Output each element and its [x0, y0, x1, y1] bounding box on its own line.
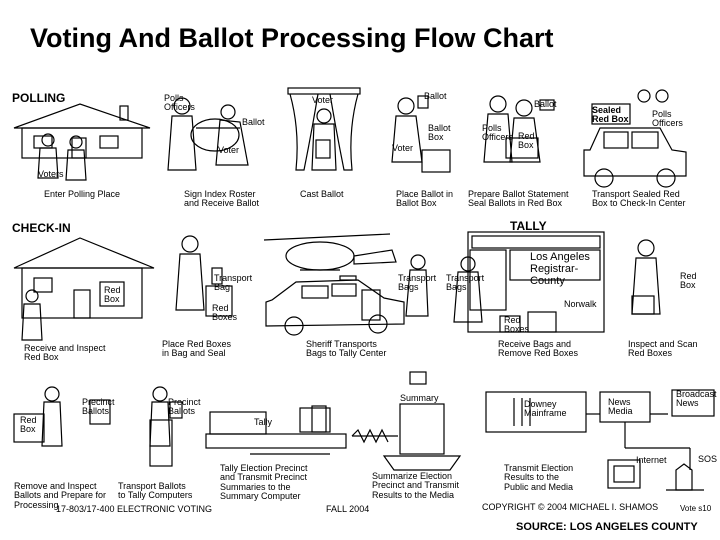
label-broadcast-news: Broadcast News: [676, 389, 717, 409]
transport-car-icon: [583, 89, 687, 188]
caption-prepare-statement: Prepare Ballot Statement Seal Ballots in…: [468, 189, 569, 209]
remove-ballots-icon: [13, 386, 111, 447]
page-title: Voting And Ballot Processing Flow Chart: [30, 23, 554, 53]
footer-term: FALL 2004: [326, 504, 370, 514]
footer-slide-number: Vote s10: [680, 504, 712, 513]
caption-summarize-election: Summarize Election Precinct and Transmit…: [372, 471, 460, 500]
media-network-icon: [599, 389, 715, 491]
caption-tally-election: Tally Election Precinct and Transmit Pre…: [220, 463, 308, 502]
transport-ballots-icon: [149, 386, 183, 467]
footer-source: SOURCE: LOS ANGELES COUNTY: [516, 521, 698, 533]
caption-cast-ballot: Cast Ballot: [300, 189, 344, 199]
caption-transport-red-box: Transport Sealed Red Box to Check-In Cen…: [592, 189, 686, 209]
label-red-box-3: Red Box: [680, 271, 697, 291]
label-precinct-ballots-2: Precinct Ballots: [168, 397, 201, 417]
caption-place-ballot: Place Ballot in Ballot Box: [396, 189, 454, 209]
label-transport-bags: Transport Bags: [398, 273, 437, 293]
label-tally-red-box: Red Box: [20, 415, 37, 435]
label-internet: Internet: [636, 455, 667, 465]
label-ballot-3: Ballot: [534, 99, 557, 109]
label-sos: SOS: [698, 454, 718, 464]
place-in-bag-icon: [175, 235, 233, 317]
tally-computers-icon: [205, 405, 347, 455]
mainframe-icon: [485, 391, 668, 433]
label-voter: Voter: [218, 145, 240, 155]
voters-figures-icon: [37, 133, 87, 181]
caption-place-in-bag: Place Red Boxes in Bag and Seal: [162, 339, 232, 359]
label-registrar-3: County: [530, 275, 565, 287]
label-red-boxes-2: Red Boxes: [504, 315, 530, 335]
label-summary: Summary: [400, 393, 439, 403]
section-tally: TALLY: [510, 219, 547, 233]
label-news-media: News Media: [608, 397, 633, 417]
label-transport-bag: Transport Bag: [214, 273, 253, 293]
caption-receive-inspect: Receive and Inspect Red Box: [24, 343, 106, 363]
caption-enter-polling-place: Enter Polling Place: [44, 189, 121, 199]
label-voters: Voters: [38, 169, 64, 179]
checkin-house-icon: [13, 237, 155, 341]
label-red-box: Red Box: [518, 131, 535, 151]
label-ballot-box: Ballot Box: [428, 123, 451, 143]
label-checkin-red-box: Red Box: [104, 285, 121, 305]
prepare-statement-icon: [483, 95, 555, 163]
caption-remove-inspect-ballots: Remove and Inspect Ballots and Prepare f…: [14, 481, 107, 510]
sheriff-helicopter-icon: [263, 233, 397, 271]
label-tally: Tally: [254, 417, 273, 427]
label-polls-officers-3: Polls Officers: [652, 109, 683, 129]
section-polling: POLLING: [12, 91, 66, 105]
label-downey-mainframe: Downey Mainframe: [524, 399, 567, 419]
caption-inspect-scan: Inspect and Scan Red Boxes: [628, 339, 698, 359]
footer-copyright: COPYRIGHT © 2004 MICHAEL I. SHAMOS: [482, 502, 659, 512]
label-sealed-red-box: Sealed Red Box: [592, 105, 629, 125]
caption-transmit-results: Transmit Election Results to the Public …: [504, 463, 574, 492]
caption-sheriff-transports: Sheriff Transports Bags to Tally Center: [306, 339, 387, 359]
summary-computer-icon: [351, 371, 462, 471]
polling-house-icon: [13, 103, 151, 159]
registrar-building-icon: [467, 231, 605, 333]
label-registrar-2: Registrar-: [530, 263, 579, 275]
label-ballot: Ballot: [242, 117, 265, 127]
footer-course: 17-803/17-400 ELECTRONIC VOTING: [56, 504, 213, 514]
label-precinct-ballots-1: Precinct Ballots: [82, 397, 115, 417]
caption-sign-roster: Sign Index Roster and Receive Ballot: [184, 189, 260, 209]
sheriff-car-icon: [265, 275, 405, 336]
label-polls-officers: Polls Officers: [164, 93, 195, 113]
voting-booth-icon: [287, 87, 361, 171]
label-red-boxes: Red Boxes: [212, 303, 238, 323]
caption-transport-ballots: Transport Ballots to Tally Computers: [118, 481, 193, 501]
label-voter-booth: Voter: [312, 95, 334, 105]
label-transport-bags-2: Transport Bags: [446, 273, 485, 293]
section-checkin: CHECK-IN: [12, 221, 71, 235]
ballot-box-icon: [391, 95, 451, 173]
sign-roster-icon: [167, 97, 249, 171]
caption-receive-bags: Receive Bags and Remove Red Boxes: [498, 339, 579, 359]
label-registrar-1: Los Angeles: [530, 251, 590, 263]
label-polls-officers-2: Polls Officers: [482, 123, 513, 143]
label-norwalk: Norwalk: [564, 299, 597, 309]
label-voter-3: Voter: [392, 143, 414, 153]
inspect-scan-icon: [631, 239, 661, 315]
label-ballot-2: Ballot: [424, 91, 447, 101]
